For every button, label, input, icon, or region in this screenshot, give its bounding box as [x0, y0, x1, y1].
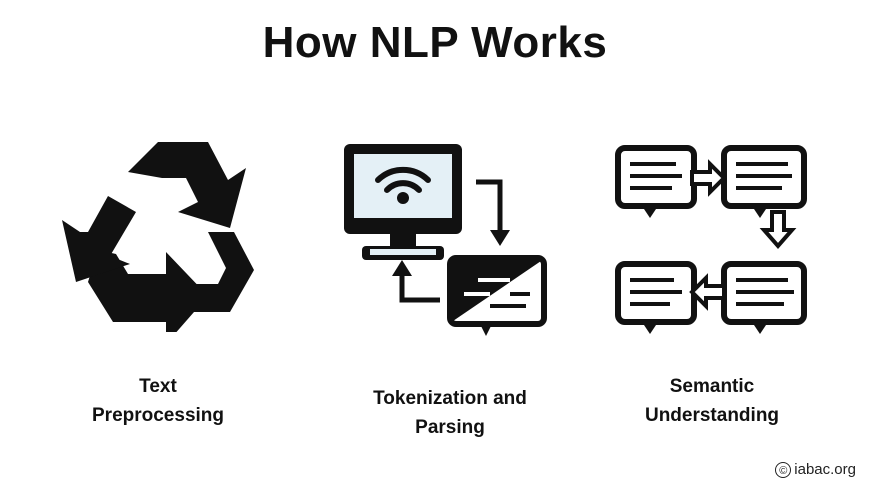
credit-text: iabac.org — [794, 461, 856, 478]
page-title: How NLP Works — [262, 18, 608, 67]
monitor-wifi-chat-icon — [340, 140, 550, 340]
chat-flow-icon — [612, 142, 812, 342]
copyright-icon: © — [775, 461, 792, 478]
step-label-tokenization-parsing: Tokenization and Parsing — [373, 388, 527, 438]
recycle-icon — [58, 132, 258, 344]
step-label-semantic-understanding: Semantic Understanding — [644, 376, 780, 426]
step-label-text-preprocessing: Text Preprocessing — [92, 376, 224, 426]
credit: © iabac.org — [775, 461, 856, 478]
